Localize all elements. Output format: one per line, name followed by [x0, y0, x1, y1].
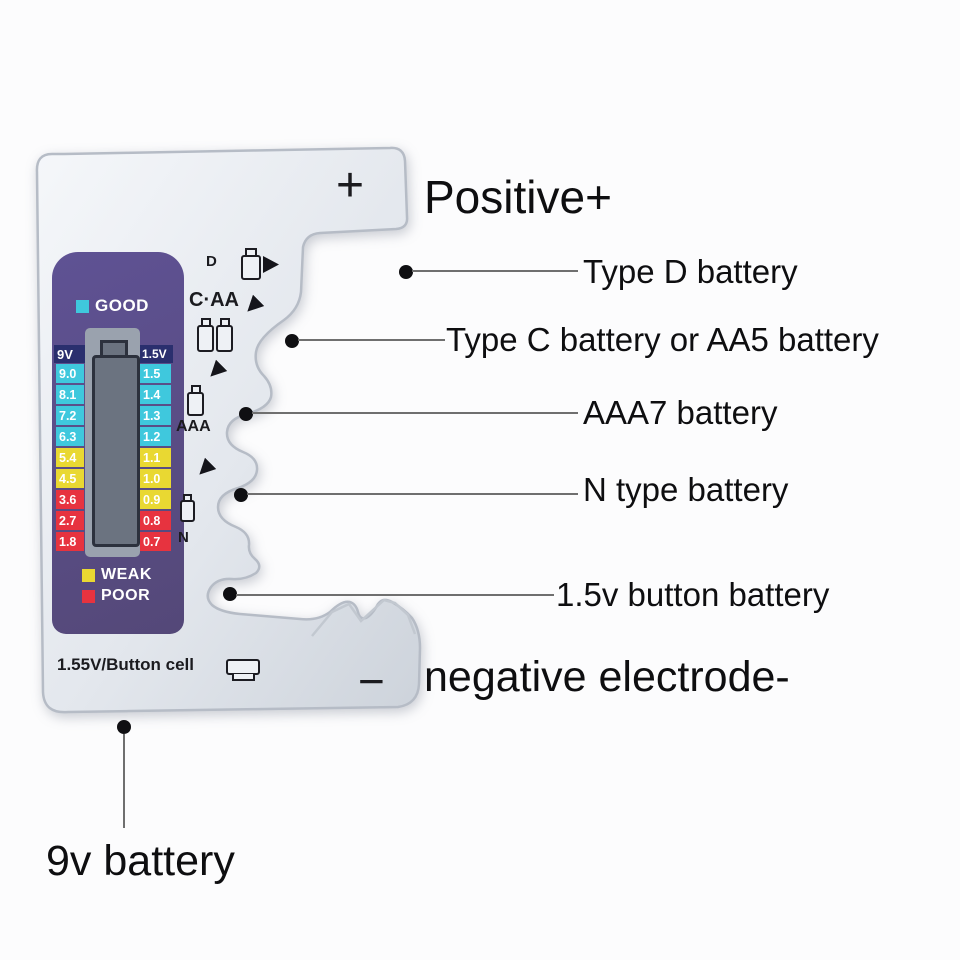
scale-cell: 3.6 — [56, 490, 84, 509]
slot-aaa-label: AAA — [176, 418, 211, 435]
label-negative: negative electrode- — [424, 653, 790, 701]
scale-cell: 1.5 — [140, 364, 171, 383]
scale-cell: 0.7 — [140, 532, 171, 551]
label-button-battery: 1.5v button battery — [556, 576, 830, 613]
callout-dot — [239, 407, 253, 421]
scale-1-5v: 1.5 1.4 1.3 1.2 1.1 1.0 0.9 0.8 0.7 — [140, 364, 171, 551]
label-9v-battery: 9v battery — [46, 837, 235, 885]
callout-line — [236, 594, 554, 596]
good-label: GOOD — [95, 296, 149, 315]
scale-cell: 1.4 — [140, 385, 171, 404]
label-type-d: Type D battery — [583, 253, 798, 290]
scale-cell: 4.5 — [56, 469, 84, 488]
callout-line — [123, 734, 125, 828]
slot-n-label: N — [178, 529, 189, 546]
callout-line — [247, 493, 578, 495]
label-n-type: N type battery — [583, 471, 789, 508]
scale-cell: 1.8 — [56, 532, 84, 551]
callout-dot — [399, 265, 413, 279]
scale-cell: 1.2 — [140, 427, 171, 446]
battery-silhouette — [92, 355, 140, 547]
scale-cell: 0.8 — [140, 511, 171, 530]
aaa-battery-icon — [187, 385, 204, 416]
scale-cell: 9.0 — [56, 364, 84, 383]
d-battery-icon — [241, 248, 261, 280]
slot-c-aa-label: C·AA — [189, 289, 239, 311]
header-1-5v: 1.5V — [139, 345, 173, 363]
header-9v: 9V — [54, 345, 85, 363]
scale-9v: 9.0 8.1 7.2 6.3 5.4 4.5 3.6 2.7 1.8 — [56, 364, 84, 551]
good-swatch-icon — [76, 299, 89, 313]
poor-swatch-icon — [82, 589, 95, 603]
plus-icon: + — [336, 159, 365, 212]
aa-battery-icon — [216, 318, 233, 352]
poor-label: POOR — [101, 587, 151, 604]
n-battery-icon — [180, 494, 195, 522]
scale-cell: 1.1 — [140, 448, 171, 467]
c-battery-icon — [197, 318, 214, 352]
legend-weak: WEAK — [82, 566, 152, 584]
callout-line — [412, 270, 578, 272]
button-cell-label: 1.55V/Button cell — [57, 655, 194, 674]
scale-cell: 0.9 — [140, 490, 171, 509]
label-aaa7: AAA7 battery — [583, 394, 778, 431]
scale-cell: 1.3 — [140, 406, 171, 425]
legend-poor: POOR — [82, 587, 150, 605]
minus-icon: − — [358, 655, 385, 707]
callout-dot — [234, 488, 248, 502]
weak-swatch-icon — [82, 568, 95, 582]
legend-good: GOOD — [76, 296, 149, 316]
button-cell-icon — [226, 659, 260, 681]
callout-dot — [117, 720, 131, 734]
scale-cell: 5.4 — [56, 448, 84, 467]
lcd-window — [85, 328, 140, 557]
scale-cell: 8.1 — [56, 385, 84, 404]
label-type-c-aa5: Type C battery or AA5 battery — [446, 321, 879, 358]
scale-cell: 2.7 — [56, 511, 84, 530]
callout-line — [298, 339, 445, 341]
callout-dot — [285, 334, 299, 348]
slot-d-label: D — [206, 253, 217, 270]
scale-cell: 6.3 — [56, 427, 84, 446]
callout-dot — [223, 587, 237, 601]
connector-highlight — [311, 598, 417, 637]
weak-label: WEAK — [101, 566, 152, 583]
label-positive: Positive+ — [424, 171, 612, 223]
callout-line — [252, 412, 578, 414]
scale-cell: 1.0 — [140, 469, 171, 488]
scale-cell: 7.2 — [56, 406, 84, 425]
